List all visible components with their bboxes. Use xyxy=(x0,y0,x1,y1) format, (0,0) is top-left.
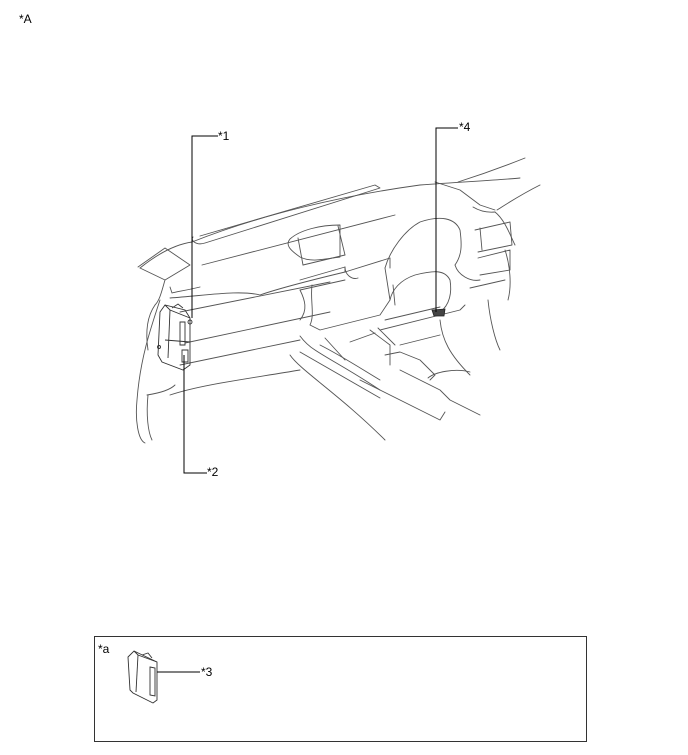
callout-4: *4 xyxy=(459,120,471,134)
leader-2 xyxy=(183,355,207,474)
dashboard-outline xyxy=(135,157,541,444)
ecu-module-left xyxy=(157,303,193,371)
detail-inset-box xyxy=(94,636,587,742)
leader-4 xyxy=(435,127,458,312)
callout-3: *3 xyxy=(201,665,213,679)
view-label: *A xyxy=(19,12,32,26)
leader-lines xyxy=(183,127,458,474)
ecu-module-inset xyxy=(127,650,200,704)
dlc-connector xyxy=(431,308,446,317)
callout-2: *2 xyxy=(207,465,219,479)
callout-1: *1 xyxy=(218,129,230,143)
inset-label: *a xyxy=(98,642,110,656)
leader-1 xyxy=(191,135,218,318)
